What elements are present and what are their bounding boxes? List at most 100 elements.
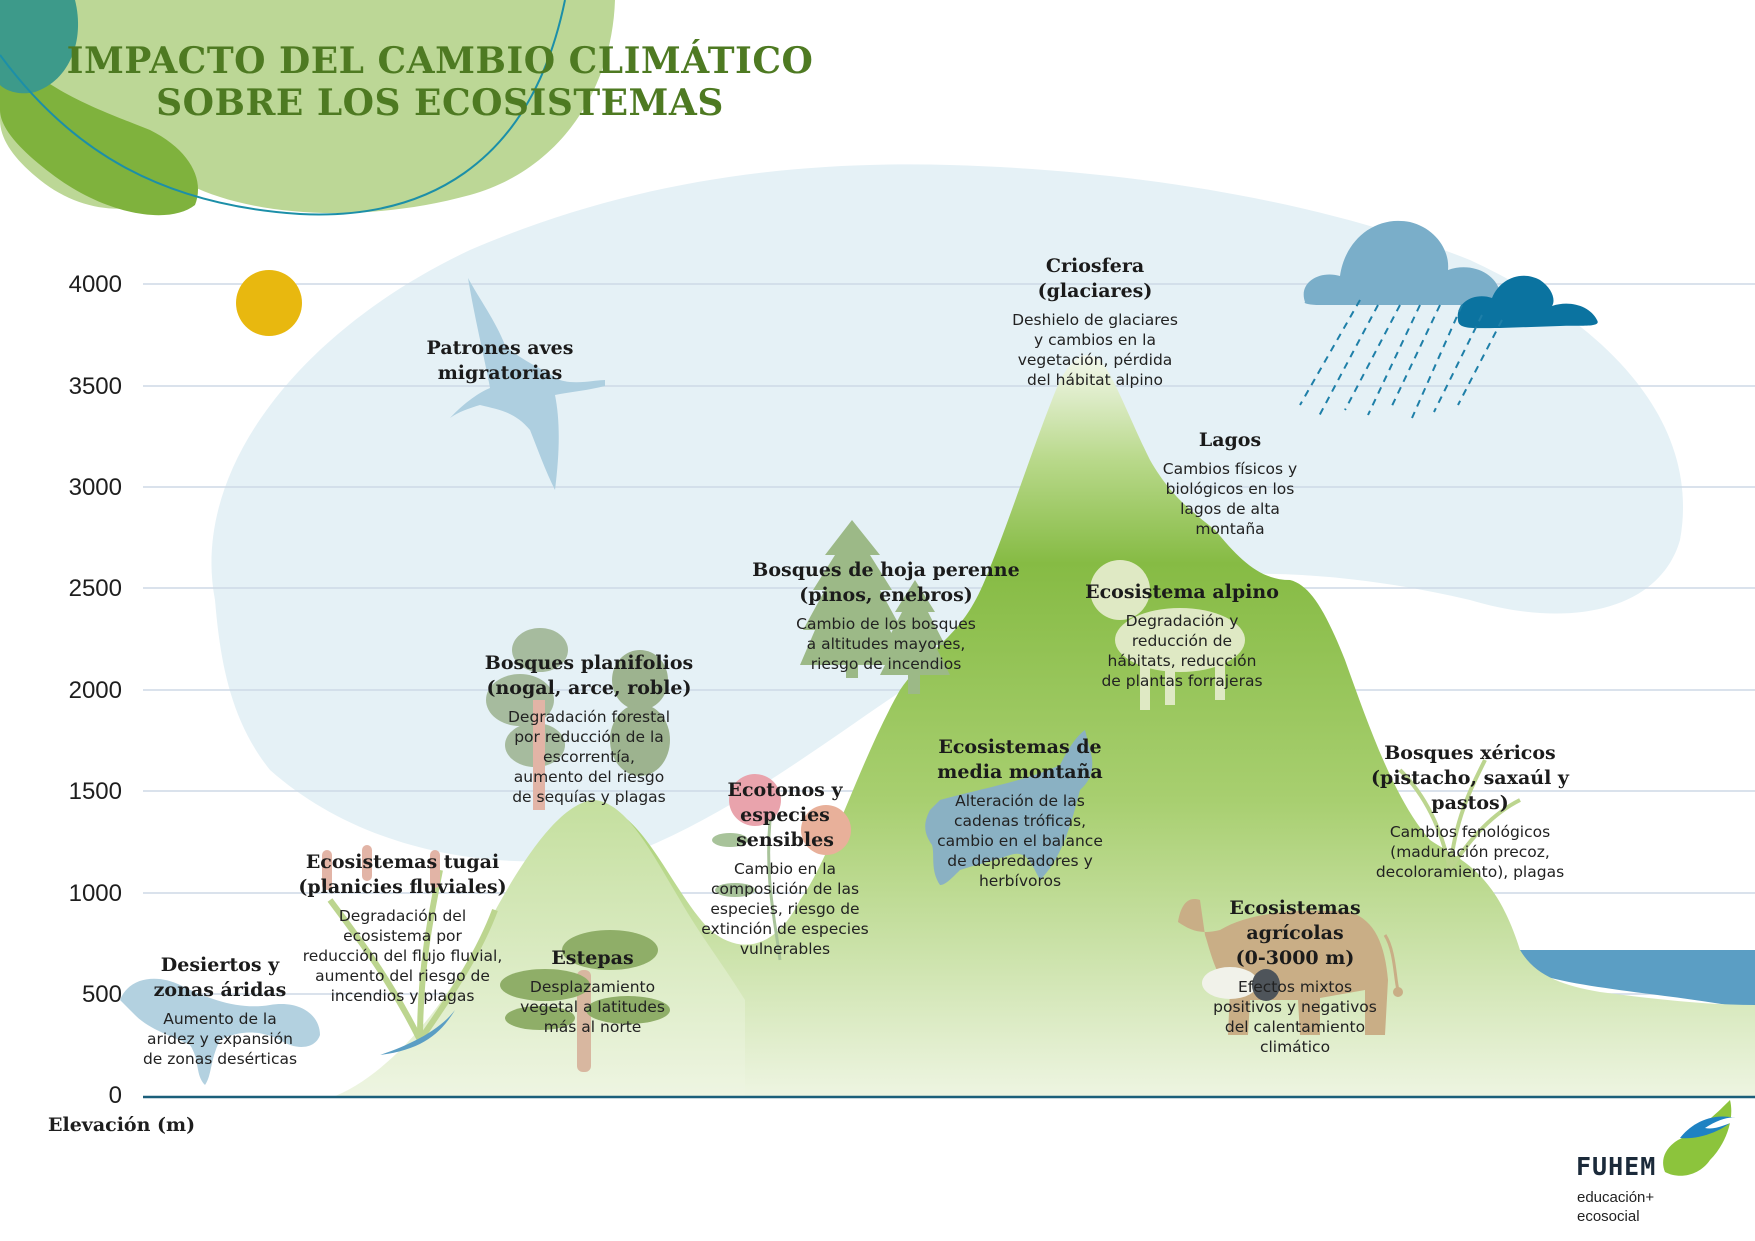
- y-tick-0: 0: [108, 1082, 122, 1109]
- desc-line: vulnerables: [739, 940, 831, 958]
- heading-line: Desiertos y: [160, 954, 280, 976]
- logo-sub-line: educación+: [1577, 1189, 1655, 1206]
- heading-line: media montaña: [937, 761, 1103, 783]
- y-tick-1500: 1500: [68, 778, 122, 805]
- y-tick-3500: 3500: [68, 373, 122, 400]
- migratory-bird-icon: [450, 278, 605, 490]
- desc-line: Degradación del: [338, 907, 467, 925]
- heading-line: Lagos: [1198, 429, 1262, 451]
- heading-line: (planicies fluviales): [298, 876, 507, 898]
- label-ecotonos: Ecotonos y especies sensibles Cambio en …: [690, 778, 880, 959]
- desc-line: Aumento de la: [163, 1010, 277, 1028]
- heading-line: zonas áridas: [153, 979, 287, 1001]
- description: Desplazamiento vegetal a latitudes más a…: [510, 977, 675, 1037]
- fuhem-logo-subtitle: educación+ ecosocial: [1577, 1188, 1654, 1226]
- desert-lizard-icon: [120, 978, 320, 1085]
- wolf-icon: [925, 730, 1093, 885]
- desc-line: del hábitat alpino: [1027, 371, 1163, 389]
- description: Aumento de la aridez y expansión de zona…: [135, 1009, 305, 1069]
- sun-icon: [236, 270, 302, 336]
- desc-line: a altitudes mayores,: [806, 635, 966, 653]
- desc-line: Degradación forestal: [507, 708, 671, 726]
- label-ecosistema-alpino: Ecosistema alpino Degradación y reducció…: [1082, 580, 1282, 691]
- description: Efectos mixtos positivos y negativos del…: [1195, 977, 1395, 1057]
- desc-line: y cambios en la: [1034, 331, 1156, 349]
- desc-line: Desplazamiento: [529, 978, 656, 996]
- label-bosques-xericos: Bosques xéricos (pistacho, saxaúl y past…: [1330, 741, 1610, 882]
- heading-line: Bosques planifolios: [484, 652, 694, 674]
- desc-line: (maduración precoz,: [1390, 843, 1550, 861]
- fuhem-logo-word: FUHEM: [1576, 1152, 1657, 1181]
- flower-icon: [712, 774, 851, 961]
- fuhem-logo-mark: [1663, 1100, 1738, 1176]
- y-tick-2500: 2500: [68, 575, 122, 602]
- xeric-shrub-icon: [1398, 759, 1521, 872]
- desc-line: de depredadores y: [947, 852, 1093, 870]
- desc-line: Efectos mixtos: [1237, 978, 1353, 996]
- desc-line: de plantas forrajeras: [1101, 672, 1263, 690]
- sky-blob: [211, 164, 1684, 862]
- description: Deshielo de glaciares y cambios en la ve…: [990, 310, 1200, 390]
- desc-line: extinción de especies: [701, 920, 869, 938]
- desc-line: aumento del riesgo de: [315, 967, 490, 985]
- cow-icon: [1178, 899, 1403, 1035]
- desc-line: especies, riesgo de: [710, 900, 860, 918]
- label-media-montana: Ecosistemas de media montaña Alteración …: [920, 735, 1120, 891]
- heading-line: migratorias: [437, 362, 563, 384]
- pine-tree-icon: [800, 520, 950, 694]
- desc-line: del calentamiento: [1224, 1018, 1366, 1036]
- desc-line: Cambios físicos y: [1162, 460, 1298, 478]
- desc-line: incendios y plagas: [330, 987, 475, 1005]
- desc-line: aumento del riesgo: [513, 768, 665, 786]
- label-aves: Patrones aves migratorias: [410, 336, 590, 386]
- description: Cambio en la composición de las especies…: [690, 859, 880, 959]
- heading-line: (0-3000 m): [1235, 947, 1355, 969]
- desc-line: reducción del flujo fluvial,: [302, 947, 503, 965]
- label-bosques-planifolios: Bosques planifolios (nogal, arce, roble)…: [474, 651, 704, 807]
- desc-line: vegetación, pérdida: [1017, 351, 1173, 369]
- desc-line: Deshielo de glaciares: [1012, 311, 1178, 329]
- description: Alteración de las cadenas tróficas, camb…: [920, 791, 1120, 891]
- desc-line: Cambio de los bosques: [796, 615, 976, 633]
- desc-line: hábitats, reducción: [1107, 652, 1257, 670]
- description: Degradación y reducción de hábitats, red…: [1082, 611, 1282, 691]
- desc-line: montaña: [1195, 520, 1265, 538]
- heading-line: especies: [740, 804, 830, 826]
- heading-line: (pinos, enebros): [799, 584, 973, 606]
- desc-line: de zonas desérticas: [142, 1050, 298, 1068]
- title-line-2: SOBRE LOS ECOSISTEMAS: [156, 82, 724, 124]
- heading-line: (pistacho, saxaúl y pastos): [1371, 767, 1569, 814]
- label-lagos: Lagos Cambios físicos y biológicos en lo…: [1150, 428, 1310, 539]
- desc-line: herbívoros: [978, 872, 1062, 890]
- desc-line: positivos y negativos: [1213, 998, 1377, 1016]
- heading-line: Estepas: [551, 947, 634, 969]
- reeds-icon: [322, 845, 498, 1055]
- label-agricolas: Ecosistemas agrícolas (0-3000 m) Efectos…: [1195, 896, 1395, 1057]
- heading-line: agrícolas: [1246, 922, 1344, 944]
- desc-line: lagos de alta: [1180, 500, 1280, 518]
- desc-line: escorrentía,: [543, 748, 635, 766]
- heading-line: Ecosistema alpino: [1085, 581, 1279, 603]
- heading-line: Patrones aves: [426, 337, 574, 359]
- desc-line: reducción de: [1131, 632, 1233, 650]
- title-line-1: IMPACTO DEL CAMBIO CLIMÁTICO: [66, 40, 814, 82]
- label-desiertos: Desiertos y zonas áridas Aumento de la a…: [135, 953, 305, 1069]
- y-tick-1000: 1000: [68, 880, 122, 907]
- label-estepas: Estepas Desplazamiento vegetal a latitud…: [510, 946, 675, 1037]
- label-tugai: Ecosistemas tugai (planicies fluviales) …: [290, 850, 515, 1006]
- description: Cambio de los bosques a altitudes mayore…: [750, 614, 1022, 674]
- broadleaf-tree-icon: [486, 628, 670, 810]
- desc-line: cadenas tróficas,: [953, 812, 1087, 830]
- heading-line: sensibles: [736, 829, 834, 851]
- desc-line: Cambio en la: [733, 860, 837, 878]
- heading-line: Ecosistemas tugai: [305, 851, 500, 873]
- rain-cloud-icon: [1299, 220, 1598, 419]
- label-bosques-perenne: Bosques de hoja perenne (pinos, enebros)…: [750, 558, 1022, 674]
- desc-line: climático: [1259, 1038, 1331, 1056]
- ram-icon: [1090, 560, 1245, 710]
- desc-line: decoloramiento), plagas: [1375, 863, 1565, 881]
- desc-line: Cambios fenológicos: [1389, 823, 1551, 841]
- y-tick-2000: 2000: [68, 677, 122, 704]
- logo-sub-line: ecosocial: [1577, 1208, 1640, 1225]
